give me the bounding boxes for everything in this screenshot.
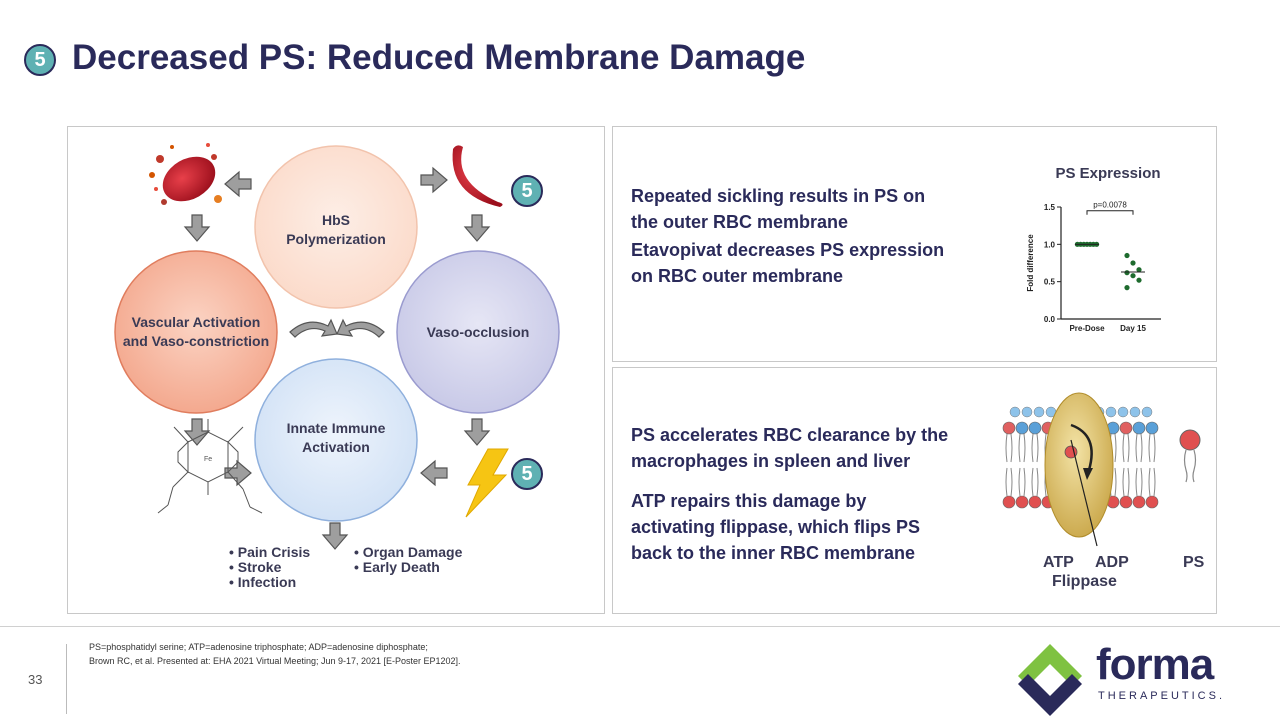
y-tick-label: 1.5 — [1044, 203, 1056, 212]
lipid-head — [1009, 406, 1021, 418]
lipid-head — [1105, 406, 1117, 418]
p-value-annotation: p=0.0078 — [1093, 201, 1127, 210]
lipid-head — [1033, 406, 1045, 418]
page-number: 33 — [28, 672, 43, 687]
outcomes-list-left: • Pain Crisis • Stroke • Infection — [229, 544, 311, 590]
cycle-diagram: Fe — [114, 143, 560, 550]
diagram-badge-1: 5 — [511, 175, 543, 207]
y-tick-label: 0.0 — [1044, 315, 1056, 324]
data-point — [1130, 273, 1136, 279]
innate-immune-circle — [254, 358, 418, 522]
arrow-down-outcomes — [321, 522, 349, 550]
data-point — [1136, 267, 1142, 273]
lipid-head — [1002, 495, 1016, 509]
flippase-protein — [1044, 392, 1114, 538]
data-point — [1136, 277, 1142, 283]
arrow-down-left — [183, 214, 211, 242]
logo-wordmark: forma — [1096, 640, 1214, 689]
lipid-tail — [1148, 433, 1156, 497]
forma-logo-mark — [1018, 644, 1082, 716]
arrow-into-innate-left — [224, 459, 252, 487]
lipid-tail — [1122, 433, 1130, 497]
adp-label: ADP — [1095, 554, 1129, 571]
curved-arrow-right — [336, 318, 385, 338]
lipid-head — [1028, 421, 1042, 435]
flip-arrow — [1070, 423, 1093, 471]
lipid-head — [1145, 421, 1159, 435]
lightning-bolt-icon — [465, 448, 509, 518]
lipid-tail — [1135, 433, 1143, 497]
lipid-head — [1002, 421, 1016, 435]
data-point — [1124, 270, 1130, 276]
logo-subtext: THERAPEUTICS. — [1098, 690, 1226, 702]
footnote-abbreviations: PS=phosphatidyl serine; ATP=adenosine tr… — [89, 642, 428, 652]
arrow-into-innate-right — [420, 459, 448, 487]
ps-label: PS — [1183, 554, 1205, 571]
ps-lipid-icon — [1179, 429, 1201, 483]
page-title: Decreased PS: Reduced Membrane Damage — [72, 38, 806, 77]
membrane-illustration — [1002, 392, 1159, 547]
data-point — [1124, 252, 1130, 259]
significance-bracket — [1086, 210, 1134, 215]
footer-vertical-rule — [66, 644, 67, 714]
arrow-right-top — [420, 166, 448, 194]
ruptured-rbc-icon — [149, 143, 222, 205]
lipid-head — [1141, 406, 1153, 418]
curved-arrow-left — [289, 318, 338, 338]
lipid-head — [1119, 421, 1133, 435]
heme-molecule-icon: Fe — [157, 419, 263, 514]
svg-text:Fe: Fe — [204, 456, 212, 463]
y-axis-label: Fold difference — [1026, 234, 1035, 292]
lipid-tail — [1018, 433, 1026, 497]
lipid-head — [1129, 406, 1141, 418]
chart-title: PS Expression — [1055, 165, 1161, 182]
footer-divider — [0, 626, 1280, 627]
lipid-head — [1132, 495, 1146, 509]
arrow-down-right — [463, 214, 491, 242]
flippase-label: Flippase — [1052, 573, 1117, 590]
lipid-head — [1021, 406, 1033, 418]
lipid-head — [1015, 421, 1029, 435]
vaso-occlusion-circle — [396, 250, 560, 414]
lipid-tail — [1031, 433, 1039, 497]
x-tick-label: Pre-Dose — [1069, 324, 1105, 333]
arrow-down-right-bottom — [463, 418, 491, 446]
vascular-activation-circle — [114, 250, 278, 414]
y-tick-label: 1.0 — [1044, 240, 1056, 249]
lipid-head — [1132, 421, 1146, 435]
vaso-occlusion-label: Vaso-occlusion — [426, 324, 530, 340]
y-tick-label: 0.5 — [1044, 278, 1056, 287]
lipid-tail — [1005, 433, 1013, 497]
arrow-down-left-bottom — [183, 418, 211, 446]
hbs-polymerization-circle — [254, 145, 418, 309]
sickle-cell-icon — [452, 145, 503, 207]
data-point — [1130, 260, 1136, 266]
lipid-head — [1145, 495, 1159, 509]
section-badge: 5 — [24, 44, 56, 76]
atp-label: ATP — [1043, 554, 1074, 571]
footnote-reference: Brown RC, et al. Presented at: EHA 2021 … — [89, 656, 461, 666]
lipid-head — [1119, 495, 1133, 509]
outcomes-list-right: • Organ Damage • Early Death — [354, 544, 463, 575]
lipid-head — [1015, 495, 1029, 509]
diagram-badge-2: 5 — [511, 458, 543, 490]
arrow-left-top — [224, 170, 252, 198]
data-point — [1124, 285, 1130, 291]
lipid-head — [1117, 406, 1129, 418]
lipid-head — [1028, 495, 1042, 509]
x-tick-label: Day 15 — [1120, 324, 1146, 333]
